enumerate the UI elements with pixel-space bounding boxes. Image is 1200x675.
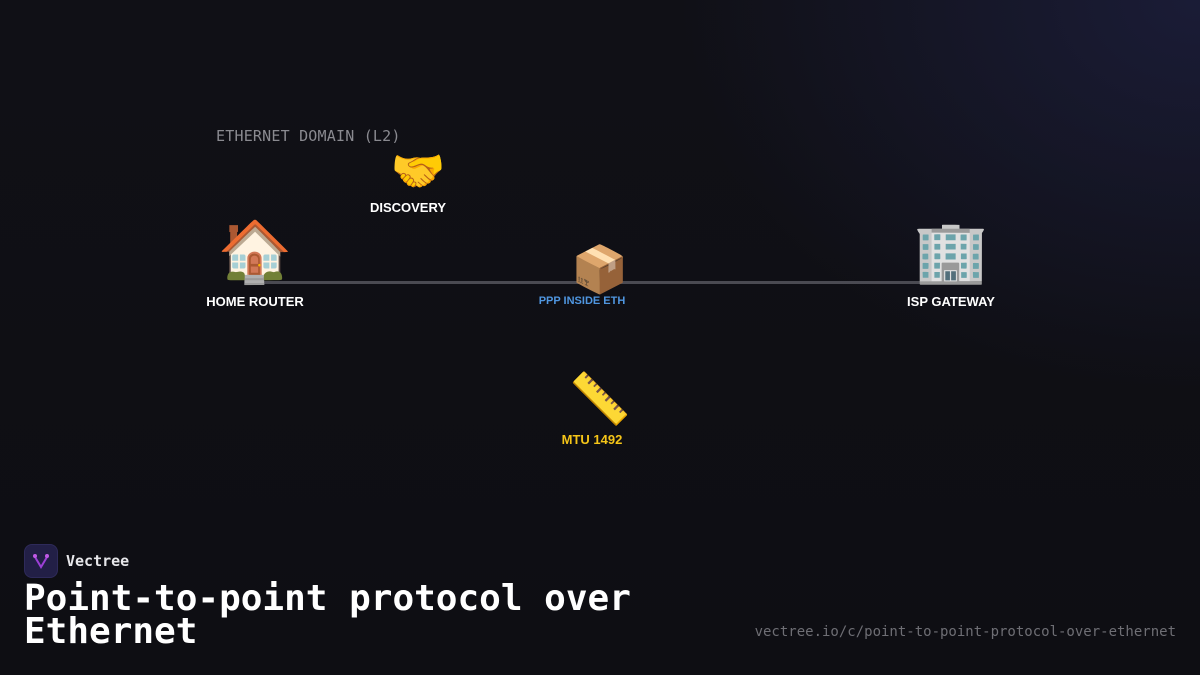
node-label: HOME ROUTER: [206, 294, 304, 309]
package-icon: 📦: [571, 243, 629, 295]
office-building-icon: 🏢: [913, 218, 989, 285]
brand: Vectree: [24, 544, 129, 578]
brand-name: Vectree: [66, 552, 130, 570]
node-label: PPP INSIDE ETH: [538, 295, 626, 307]
house-icon: 🏠: [217, 218, 293, 285]
node-discovery: 🤝 DISCOVERY: [353, 147, 463, 216]
ruler-icon: 📏: [568, 371, 632, 427]
vectree-logo-icon: [24, 544, 58, 578]
connection-line: [262, 281, 930, 284]
page-title: Point-to-point protocol over Ethernet: [24, 578, 631, 652]
ethernet-domain-label: ETHERNET DOMAIN (L2): [216, 127, 401, 145]
node-label: ISP GATEWAY: [907, 294, 995, 309]
node-label: MTU 1492: [561, 432, 623, 447]
node-isp-gateway: 🏢 ISP GATEWAY: [891, 218, 1011, 310]
node-home-router: 🏠 HOME ROUTER: [195, 218, 315, 310]
handshake-icon: 🤝: [390, 147, 446, 196]
node-label: DISCOVERY: [369, 200, 447, 215]
node-mtu: 📏 MTU 1492: [537, 374, 647, 447]
page-url: vectree.io/c/point-to-point-protocol-ove…: [754, 624, 1176, 640]
node-ppp-inside-eth: 📦 PPP INSIDE ETH: [527, 246, 637, 307]
